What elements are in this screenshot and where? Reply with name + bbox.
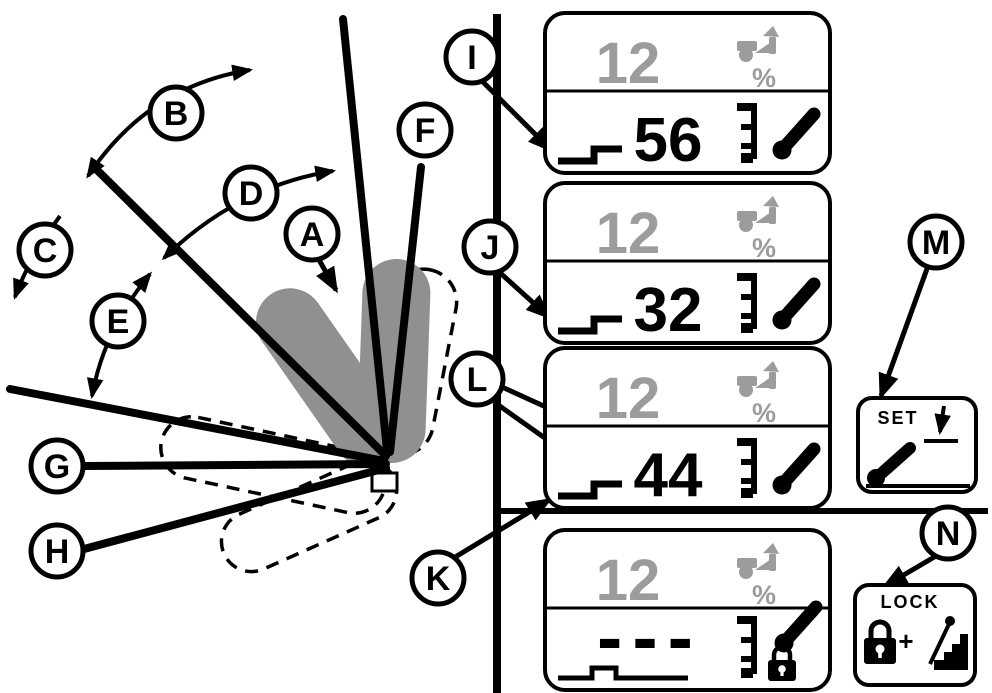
hitch-percent-icon [737, 543, 779, 579]
lever-line-f [386, 163, 425, 456]
depth-scale-icon [737, 438, 757, 498]
leader-arrow-k [450, 497, 553, 562]
hitch-percent-icon [737, 196, 779, 232]
callout-m: M [907, 213, 965, 271]
leader-arrow-m [878, 265, 931, 400]
control-lever-icon [772, 107, 821, 160]
callout-n: N [919, 504, 977, 562]
plus-sign: + [898, 626, 913, 656]
capacity-value: 12 [596, 201, 661, 266]
callout-c: C [16, 221, 74, 279]
lock-label: LOCK [881, 592, 940, 612]
callout-l: L [448, 350, 506, 408]
lever-line-vertical [339, 15, 391, 454]
depth-scale-icon [737, 273, 757, 333]
lever-line-h [80, 464, 390, 553]
callout-circle [222, 164, 280, 222]
leader-arrow-a [315, 256, 339, 294]
notched-lever-icon [922, 616, 968, 670]
capacity-value: 12 [596, 548, 661, 613]
percent-label: % [752, 580, 776, 610]
callout-letter: E [107, 303, 130, 341]
callout-e: E [89, 292, 147, 350]
lever-line-lower-diagonal [6, 385, 388, 465]
callout-circle [16, 221, 74, 279]
callout-letter: A [300, 216, 325, 254]
control-lever-icon [772, 277, 821, 330]
callout-h: H [28, 522, 86, 580]
percent-label: % [752, 398, 776, 428]
callout-circle [443, 28, 501, 86]
percent-label: % [752, 233, 776, 263]
callout-b: B [147, 84, 205, 142]
callout-f: F [396, 101, 454, 159]
callout-letter: G [44, 448, 70, 486]
callout-circle [89, 292, 147, 350]
callout-letter: J [481, 229, 500, 267]
callout-letter: D [239, 175, 264, 213]
callout-g: G [28, 437, 86, 495]
callout-circle [396, 101, 454, 159]
lever-line-upper-diagonal [93, 166, 390, 460]
callout-circle [461, 218, 519, 276]
display-panel-4: 12 % --- [543, 528, 832, 692]
leader-arrow-j [496, 269, 552, 320]
position-indicator [558, 145, 622, 165]
leader-arrow-i [480, 79, 554, 153]
position-indicator [558, 665, 688, 681]
display-panel-1: 12 % 56 [543, 11, 832, 175]
callout-circle [28, 522, 86, 580]
callout-circle [907, 213, 965, 271]
percent-label: % [752, 63, 776, 93]
callout-j: J [461, 218, 519, 276]
position-value: 44 [634, 441, 703, 510]
callout-letter: K [426, 560, 451, 598]
callout-a: A [283, 205, 341, 263]
pivot-block [370, 471, 399, 493]
control-lever-icon [772, 442, 821, 495]
hitch-percent-icon [737, 26, 779, 62]
callout-circle [147, 84, 205, 142]
set-function-panel: SET [856, 396, 978, 494]
capacity-value: 12 [596, 31, 661, 96]
callout-d: D [222, 164, 280, 222]
control-lever-icon [867, 442, 916, 487]
lock-function-panel: LOCK + [853, 583, 977, 687]
hitch-percent-icon [737, 361, 779, 397]
callout-i: I [443, 28, 501, 86]
position-indicator [558, 315, 622, 335]
callout-letter: L [467, 361, 488, 399]
callout-letter: B [164, 95, 189, 133]
callout-letter: C [33, 232, 58, 270]
callout-k: K [409, 549, 467, 607]
callout-letter: M [922, 224, 950, 262]
callout-circle [409, 549, 467, 607]
set-label: SET [877, 408, 918, 428]
callout-letter: F [415, 112, 436, 150]
callout-letter: N [936, 515, 961, 553]
capacity-value: 12 [596, 366, 661, 431]
lever-line-g [79, 460, 390, 470]
callout-circle [448, 350, 506, 408]
depth-scale-icon [737, 616, 757, 678]
position-value: 56 [634, 106, 703, 175]
callout-letter: H [45, 533, 70, 571]
callout-letter: I [467, 39, 476, 77]
position-indicator [558, 480, 622, 500]
callout-circle [283, 205, 341, 263]
callout-circle [28, 437, 86, 495]
position-value: 32 [634, 276, 703, 345]
display-panel-2: 12 % 32 [543, 181, 832, 345]
padlock-icon [768, 644, 796, 681]
set-down-arrow-icon [924, 405, 958, 443]
leader-arrow-n [881, 553, 938, 589]
lever-position-diagram [6, 15, 459, 574]
padlock-icon [864, 619, 896, 664]
depth-scale-icon [737, 103, 757, 163]
callout-circle [919, 504, 977, 562]
display-panel-3: 12 % 44 [543, 346, 832, 510]
